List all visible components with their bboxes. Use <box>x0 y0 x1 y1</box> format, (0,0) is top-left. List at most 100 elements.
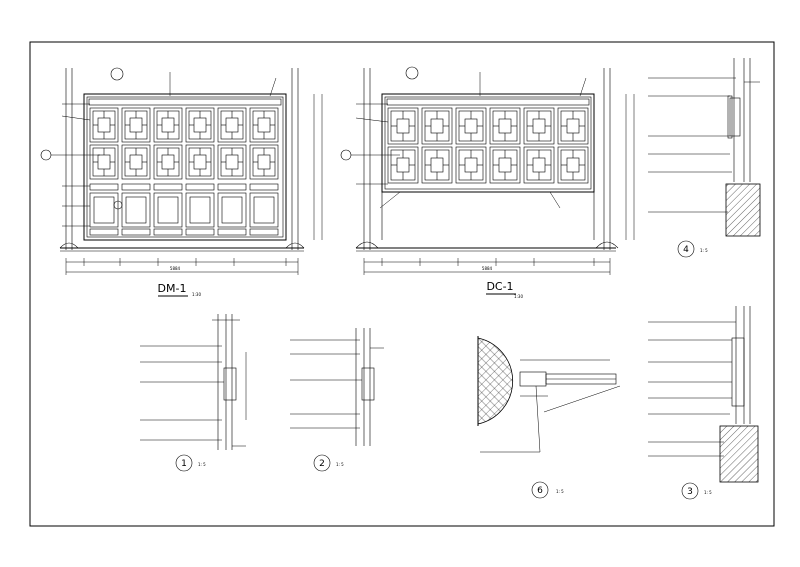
detail-6 <box>477 336 621 499</box>
lattice-core <box>430 157 444 173</box>
lower-panel <box>153 192 183 228</box>
lattice-core <box>396 118 410 134</box>
lower-panel <box>185 192 215 228</box>
dc-lattice-panels <box>387 107 589 184</box>
lattice-core <box>193 154 207 170</box>
detail-6-number: 6 <box>537 486 543 496</box>
lower-rail <box>121 183 151 191</box>
lattice-frame <box>185 144 215 180</box>
detail-2-number: 2 <box>319 459 325 469</box>
lower-rail <box>217 228 247 236</box>
lattice-core <box>498 118 512 134</box>
lattice-core <box>532 118 546 134</box>
lattice-frame <box>489 146 521 184</box>
lower-panel-inner <box>125 196 147 224</box>
lattice-frame <box>217 107 247 143</box>
detail-3 <box>648 306 759 500</box>
dm-scale: 1:30 <box>192 292 201 297</box>
lattice-core <box>396 157 410 173</box>
detail-4-number: 4 <box>683 245 689 255</box>
detail-2-scale: 1: 5 <box>336 462 344 467</box>
lattice-frame <box>489 107 521 145</box>
lattice-core <box>257 154 271 170</box>
lattice-frame <box>523 107 555 145</box>
lattice-frame <box>121 107 151 143</box>
lattice-core <box>532 157 546 173</box>
dc-scale: 1:30 <box>514 294 523 299</box>
lower-rail <box>89 183 119 191</box>
lower-panel-inner <box>253 196 275 224</box>
lattice-core <box>225 154 239 170</box>
lattice-core <box>464 118 478 134</box>
lattice-frame <box>185 107 215 143</box>
lattice-core <box>566 157 580 173</box>
lattice-core <box>193 117 207 133</box>
lower-rail <box>153 228 183 236</box>
lower-rail <box>89 228 119 236</box>
detail-6-scale: 1: 5 <box>556 489 564 494</box>
dm-lower-panels <box>89 183 279 236</box>
lower-panel-inner <box>93 196 115 224</box>
lattice-frame <box>89 144 119 180</box>
lattice-core <box>498 157 512 173</box>
sheet-border <box>29 41 775 527</box>
lattice-frame <box>387 146 419 184</box>
lattice-core <box>566 118 580 134</box>
lattice-core <box>430 118 444 134</box>
lattice-frame <box>557 107 589 145</box>
lattice-frame <box>249 144 279 180</box>
dm-title: DM-1 <box>158 282 187 295</box>
detail-1-scale: 1: 5 <box>198 462 206 467</box>
detail-1 <box>140 314 247 472</box>
detail-4-scale: 1: 5 <box>700 248 708 253</box>
detail-2 <box>290 328 384 472</box>
detail-3-number: 3 <box>687 487 693 497</box>
lattice-frame <box>153 144 183 180</box>
lattice-frame <box>421 146 453 184</box>
lattice-core <box>225 117 239 133</box>
lattice-frame <box>455 107 487 145</box>
lower-panel <box>249 192 279 228</box>
lattice-frame <box>249 107 279 143</box>
lattice-frame <box>121 144 151 180</box>
detail-4 <box>648 58 761 258</box>
lower-panel <box>89 192 119 228</box>
detail-1-number: 1 <box>181 459 187 469</box>
lower-rail <box>185 183 215 191</box>
dm-total-dim: 5884 <box>170 266 181 271</box>
lattice-frame <box>387 107 419 145</box>
lower-rail <box>121 228 151 236</box>
lower-rail <box>249 183 279 191</box>
dc-total-dim: 5884 <box>482 266 493 271</box>
dc-title: DC-1 <box>486 280 513 293</box>
lattice-core <box>97 117 111 133</box>
lower-rail <box>185 228 215 236</box>
lattice-frame <box>523 146 555 184</box>
lattice-frame <box>557 146 589 184</box>
lattice-frame <box>89 107 119 143</box>
lattice-core <box>129 117 143 133</box>
detail-3-scale: 1: 5 <box>704 490 712 495</box>
detail-3-wall <box>719 425 759 483</box>
lower-panel <box>121 192 151 228</box>
lattice-frame <box>217 144 247 180</box>
lower-rail <box>153 183 183 191</box>
elevation-dm1: 5884 <box>40 67 323 275</box>
lattice-core <box>97 154 111 170</box>
detail-4-wall <box>725 183 761 237</box>
dm-lattice-panels <box>89 107 279 180</box>
lower-panel <box>217 192 247 228</box>
lower-rail <box>217 183 247 191</box>
lattice-core <box>161 117 175 133</box>
lattice-core <box>161 154 175 170</box>
elevation-dc1: 5884 <box>340 66 635 275</box>
lattice-core <box>257 117 271 133</box>
lower-panel-inner <box>189 196 211 224</box>
lattice-frame <box>421 107 453 145</box>
lower-panel-inner <box>157 196 179 224</box>
lattice-frame <box>153 107 183 143</box>
lower-rail <box>249 228 279 236</box>
lattice-frame <box>455 146 487 184</box>
lower-panel-inner <box>221 196 243 224</box>
